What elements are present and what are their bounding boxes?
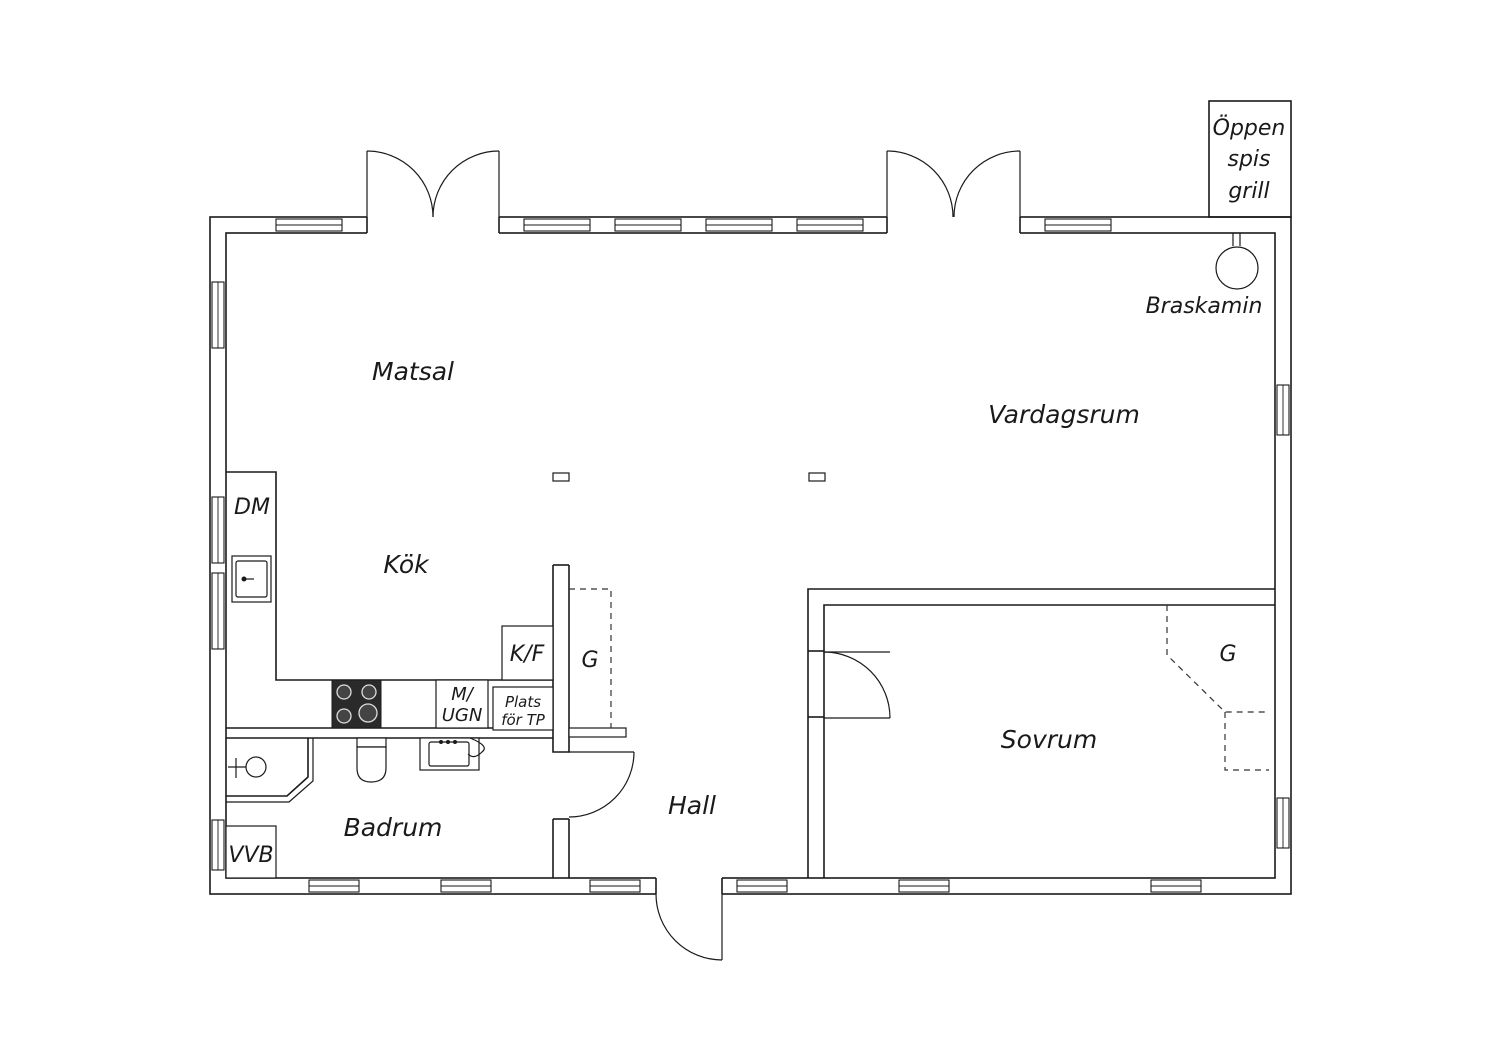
- braskamin-stove: [1215, 233, 1259, 290]
- window: [211, 819, 225, 871]
- wardrobe-label-hall: G: [581, 648, 598, 673]
- room-label-hall: Hall: [668, 791, 716, 820]
- window: [275, 218, 343, 232]
- window: [211, 281, 225, 349]
- wardrobe-label-sovrum: G: [1219, 642, 1236, 667]
- top-windows: [275, 218, 1112, 232]
- grill-label-line2: spis: [1227, 147, 1270, 172]
- window: [440, 879, 492, 893]
- oven-label-line1: M/: [451, 684, 475, 705]
- washer-label-line2: för TP: [501, 711, 546, 729]
- window: [308, 879, 360, 893]
- window: [589, 879, 641, 893]
- room-label-sovrum: Sovrum: [1001, 725, 1097, 754]
- dishwasher-label: DM: [234, 495, 270, 520]
- window: [898, 879, 950, 893]
- entrance-door: [655, 876, 723, 961]
- window: [1276, 797, 1290, 849]
- window: [211, 572, 225, 650]
- hall-wardrobe: [569, 588, 612, 728]
- top-double-door-left: [366, 150, 500, 236]
- grill-box: [1208, 100, 1292, 218]
- oven-label-line2: UGN: [442, 705, 483, 726]
- room-label-kok: Kök: [383, 550, 430, 579]
- bathroom-fixtures: [225, 737, 485, 879]
- fridge-label: K/F: [510, 642, 545, 667]
- kitchen-sink: [231, 555, 272, 603]
- grill-label-line1: Öppen: [1213, 115, 1286, 141]
- bottom-windows: [308, 879, 1202, 893]
- window: [1150, 879, 1202, 893]
- window: [614, 218, 682, 232]
- water-heater-label: VVB: [228, 843, 273, 868]
- microwave-oven: [435, 679, 489, 729]
- left-windows: [211, 281, 225, 871]
- window: [1044, 218, 1112, 232]
- window: [1276, 384, 1290, 436]
- ceiling-fixtures: [552, 472, 826, 482]
- top-double-door-right: [886, 150, 1021, 236]
- right-windows: [1276, 384, 1290, 849]
- fridge-freezer: [501, 625, 554, 681]
- stove-cooktop: [331, 679, 382, 729]
- window: [705, 218, 773, 232]
- window: [736, 879, 788, 893]
- interior-walls: [226, 471, 1275, 878]
- room-label-vardagsrum: Vardagsrum: [988, 400, 1140, 429]
- window: [523, 218, 591, 232]
- outer-walls: [209, 216, 1292, 895]
- bedroom-wardrobe: [1166, 605, 1269, 771]
- room-label-badrum: Badrum: [344, 813, 443, 842]
- washer-label-line1: Plats: [505, 693, 541, 711]
- washer-space: [492, 686, 554, 731]
- room-label-matsal: Matsal: [372, 357, 454, 386]
- grill-label-line3: grill: [1228, 179, 1269, 204]
- window: [211, 496, 225, 564]
- room-label-braskamin: Braskamin: [1146, 294, 1263, 319]
- window: [796, 218, 864, 232]
